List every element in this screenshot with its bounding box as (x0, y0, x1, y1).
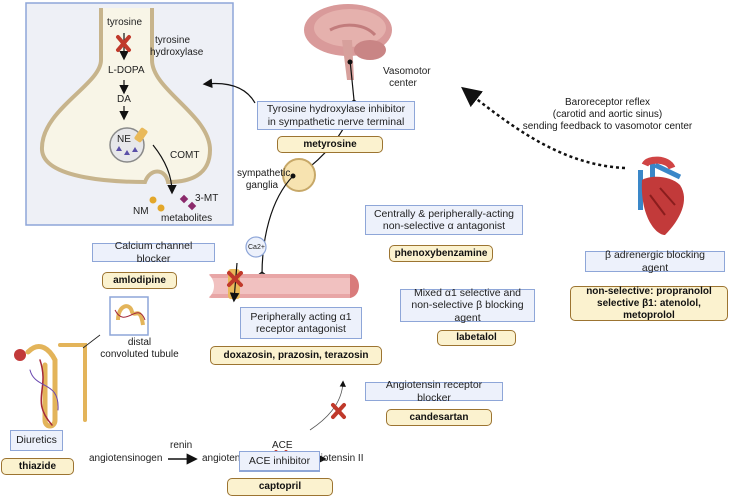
beta-box: β adrenergic blocking agent (585, 249, 725, 274)
ne-label: NE (117, 134, 131, 145)
thiazide-drug: thiazide (1, 458, 74, 475)
block-x-icon (227, 271, 243, 287)
angiotensin-1-label: angiotensin I (202, 453, 259, 464)
ganglia-line-2: ganglia (245, 180, 279, 191)
renin-label: renin (170, 440, 193, 451)
block-x-icon (331, 403, 346, 419)
beta-blocker-drugs: non-selective: propranolol selective β1:… (570, 286, 728, 321)
transporter-icon (134, 127, 148, 143)
comt-label: COMT (170, 150, 200, 161)
metabolites-label: metabolites (161, 213, 213, 224)
brain-icon (304, 4, 392, 80)
block-x-icon (116, 35, 131, 52)
calcium-ion-label: Ca2+ (248, 244, 265, 251)
baroreceptor-line-3: sending feedback to vasomotor center (522, 121, 693, 132)
alpha1-box: Peripherally acting α1 receptor antagoni… (240, 307, 362, 339)
baroreceptor-label: Baroreceptor reflex (carotid and aortic … (520, 97, 695, 133)
baroreceptor-line-1: Baroreceptor reflex (564, 97, 651, 108)
nm-label: NM (133, 206, 149, 217)
angiotensin-2-label: angiotensin II (304, 453, 364, 464)
baroreceptor-line-2: (carotid and aortic sinus) (552, 109, 663, 120)
th-inhibitor-box: Tyrosine hydroxylase inhibitor in sympat… (257, 101, 415, 130)
metyrosine-drug: metyrosine (277, 136, 383, 153)
angiotensinogen-label: angiotensinogen (89, 453, 163, 464)
blood-vessel (208, 262, 359, 303)
acei-box: ACE inhibitor (239, 451, 320, 471)
ganglia-line-1: sympathetic (237, 168, 291, 179)
nerve-terminal-panel (25, 2, 234, 226)
ganglion-icon (282, 158, 316, 192)
calcium-ion-icon (245, 236, 267, 258)
3-mt-label: 3-MT (195, 193, 219, 204)
alpha1-drugs: doxazosin, prazosin, terazosin (210, 346, 382, 365)
amlodipine-drug: amlodipine (102, 272, 177, 289)
neuron-terminal-shape (39, 8, 213, 185)
diuretics-box: Diuretics (10, 430, 63, 451)
labetalol-drug: labetalol (437, 330, 516, 346)
captopril-drug: captopril (227, 478, 333, 496)
tyrosine-label: tyrosine (107, 17, 143, 28)
ccb-box: Calcium channel blocker (92, 240, 215, 265)
arb-box: Angiotensin receptor blocker (365, 379, 503, 404)
l-dopa-label: L-DOPA (108, 65, 145, 76)
dct-line-1: distal (127, 337, 152, 348)
vasomotor-center-label: Vasomotor center (383, 66, 431, 89)
dct-line-2: convoluted tubule (100, 349, 179, 360)
beta-drugs-line-2: selective β1: atenolol, metoprolol (597, 297, 701, 321)
da-label: DA (117, 94, 131, 105)
dct-label: distal convoluted tubule (92, 337, 187, 361)
sympathetic-ganglia-label: sympathetic ganglia (237, 168, 291, 192)
heart-icon (638, 156, 685, 235)
phenoxybenzamine-drug: phenoxybenzamine (389, 245, 493, 262)
candesartan-drug: candesartan (386, 409, 492, 426)
beta-drugs-line-1: non-selective: propranolol (586, 285, 712, 297)
mixed-box: Mixed α1 selective and non-selective β b… (400, 287, 535, 324)
central-alpha-box: Centrally & peripherally-acting non-sele… (365, 205, 523, 235)
ace-label: ACE (272, 440, 293, 451)
kidney-icon (14, 343, 87, 429)
tyrosine-hydroxylase-label: tyrosine hydroxylase (150, 35, 204, 58)
